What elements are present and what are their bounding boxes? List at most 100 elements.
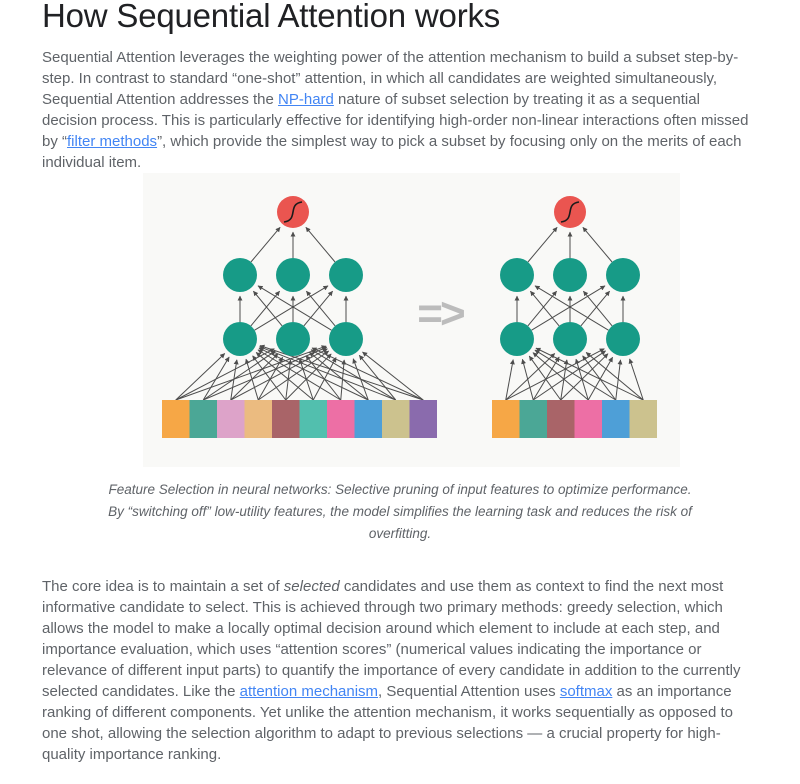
connection-arrow — [252, 355, 287, 401]
connection-arrow — [175, 345, 327, 401]
hidden-node — [553, 258, 587, 292]
intro-paragraph: Sequential Attention leverages the weigh… — [42, 47, 758, 173]
text-run: nature of subset selection by treating i… — [42, 91, 749, 150]
connection-arrow — [531, 285, 606, 331]
connection-arrow — [203, 346, 328, 401]
feature-block — [354, 400, 382, 438]
connection-arrow — [340, 359, 347, 401]
connection-arrow — [250, 290, 280, 327]
article: How Sequential Attention works Sequentia… — [42, 0, 758, 765]
sigmoid-curve-icon — [283, 201, 303, 223]
hidden-node — [606, 258, 640, 292]
hidden-node — [223, 322, 257, 356]
connection-arrow — [253, 290, 283, 327]
connection-arrow — [285, 359, 293, 401]
feature-block — [547, 400, 575, 438]
connection-arrow — [306, 290, 336, 327]
connection-arrow — [250, 226, 281, 263]
page-title: How Sequential Attention works — [42, 0, 501, 34]
connection-arrow — [175, 348, 275, 401]
connection-arrow — [560, 359, 569, 401]
feature-block — [409, 400, 437, 438]
feature-block — [162, 400, 190, 438]
connection-arrow — [587, 356, 614, 401]
feature-block — [629, 400, 657, 438]
connection-arrow — [254, 285, 329, 331]
connection-arrow — [534, 349, 617, 401]
emphasis-text: selected — [283, 578, 340, 595]
hidden-node — [329, 322, 363, 356]
connection-arrow — [202, 356, 230, 401]
connection-arrow — [532, 350, 606, 401]
neural-network-diagram: => — [143, 173, 680, 467]
connection-arrow — [530, 290, 560, 327]
connection-arrow — [285, 353, 332, 401]
core-idea-paragraph: The core idea is to maintain a set of se… — [42, 576, 758, 765]
connection-arrow — [528, 355, 562, 401]
connection-arrow — [303, 290, 333, 327]
connection-arrow — [308, 351, 369, 401]
connection-arrow — [521, 358, 534, 401]
feature-block — [217, 400, 245, 438]
connection-arrow — [532, 356, 560, 401]
feature-block — [272, 400, 300, 438]
pruned-network — [492, 196, 657, 438]
connection-arrow — [505, 359, 515, 401]
connection-arrow — [202, 350, 276, 401]
networks-svg: => — [162, 196, 657, 438]
text-run: candidates and use them as context to fi… — [42, 578, 741, 700]
feature-block — [382, 400, 410, 438]
connection-arrow — [311, 347, 424, 401]
connection-arrow — [258, 347, 369, 401]
text-run: ”, which provide the simplest way to pic… — [42, 133, 742, 171]
feature-block — [492, 400, 520, 438]
feature-block — [244, 400, 272, 438]
connection-arrow — [175, 353, 226, 401]
connection-arrow — [560, 353, 609, 401]
connection-arrow — [305, 226, 336, 263]
connection-arrow — [257, 350, 330, 401]
connection-arrow — [358, 354, 397, 401]
connection-arrow — [257, 285, 332, 331]
text-run: as an importance ranking of different co… — [42, 683, 733, 763]
connection-arrow — [582, 355, 617, 401]
hidden-node — [500, 258, 534, 292]
connection-arrow — [362, 351, 424, 401]
filter-methods-link[interactable]: filter methods — [67, 133, 158, 150]
connection-arrow — [583, 290, 613, 327]
text-run: The core idea is to maintain a set of — [42, 578, 284, 595]
sigmoid-curve-icon — [560, 201, 580, 223]
feature-block — [327, 400, 355, 438]
np-hard-link[interactable]: NP-hard — [278, 91, 334, 108]
connection-arrow — [230, 359, 239, 401]
connection-arrow — [532, 352, 589, 401]
connection-arrow — [259, 346, 396, 401]
hidden-node — [276, 258, 310, 292]
connection-arrow — [527, 290, 557, 327]
connection-arrow — [527, 226, 558, 263]
hidden-node — [500, 322, 534, 356]
text-run: , Sequential Attention uses — [378, 683, 560, 700]
connection-arrow — [505, 353, 556, 401]
connection-arrow — [230, 353, 279, 401]
connection-arrow — [257, 356, 284, 401]
attention-mechanism-link[interactable]: attention mechanism — [239, 683, 379, 700]
hidden-node — [606, 322, 640, 356]
connection-arrow — [582, 226, 613, 263]
feature-block — [602, 400, 630, 438]
hidden-node — [276, 322, 310, 356]
connection-arrow — [580, 290, 610, 327]
connection-arrow — [257, 349, 342, 401]
hidden-node — [553, 322, 587, 356]
hidden-node — [329, 258, 363, 292]
text-run: Sequential Attention leverages the weigh… — [42, 49, 739, 108]
connection-arrow — [255, 352, 314, 401]
connection-arrow — [244, 358, 259, 401]
connection-arrow — [535, 347, 644, 401]
hidden-node — [223, 258, 257, 292]
connection-arrow — [534, 285, 609, 331]
connection-arrow — [310, 349, 397, 401]
softmax-link[interactable]: softmax — [559, 683, 613, 700]
connection-arrow — [628, 358, 644, 401]
connection-arrow — [615, 359, 623, 401]
